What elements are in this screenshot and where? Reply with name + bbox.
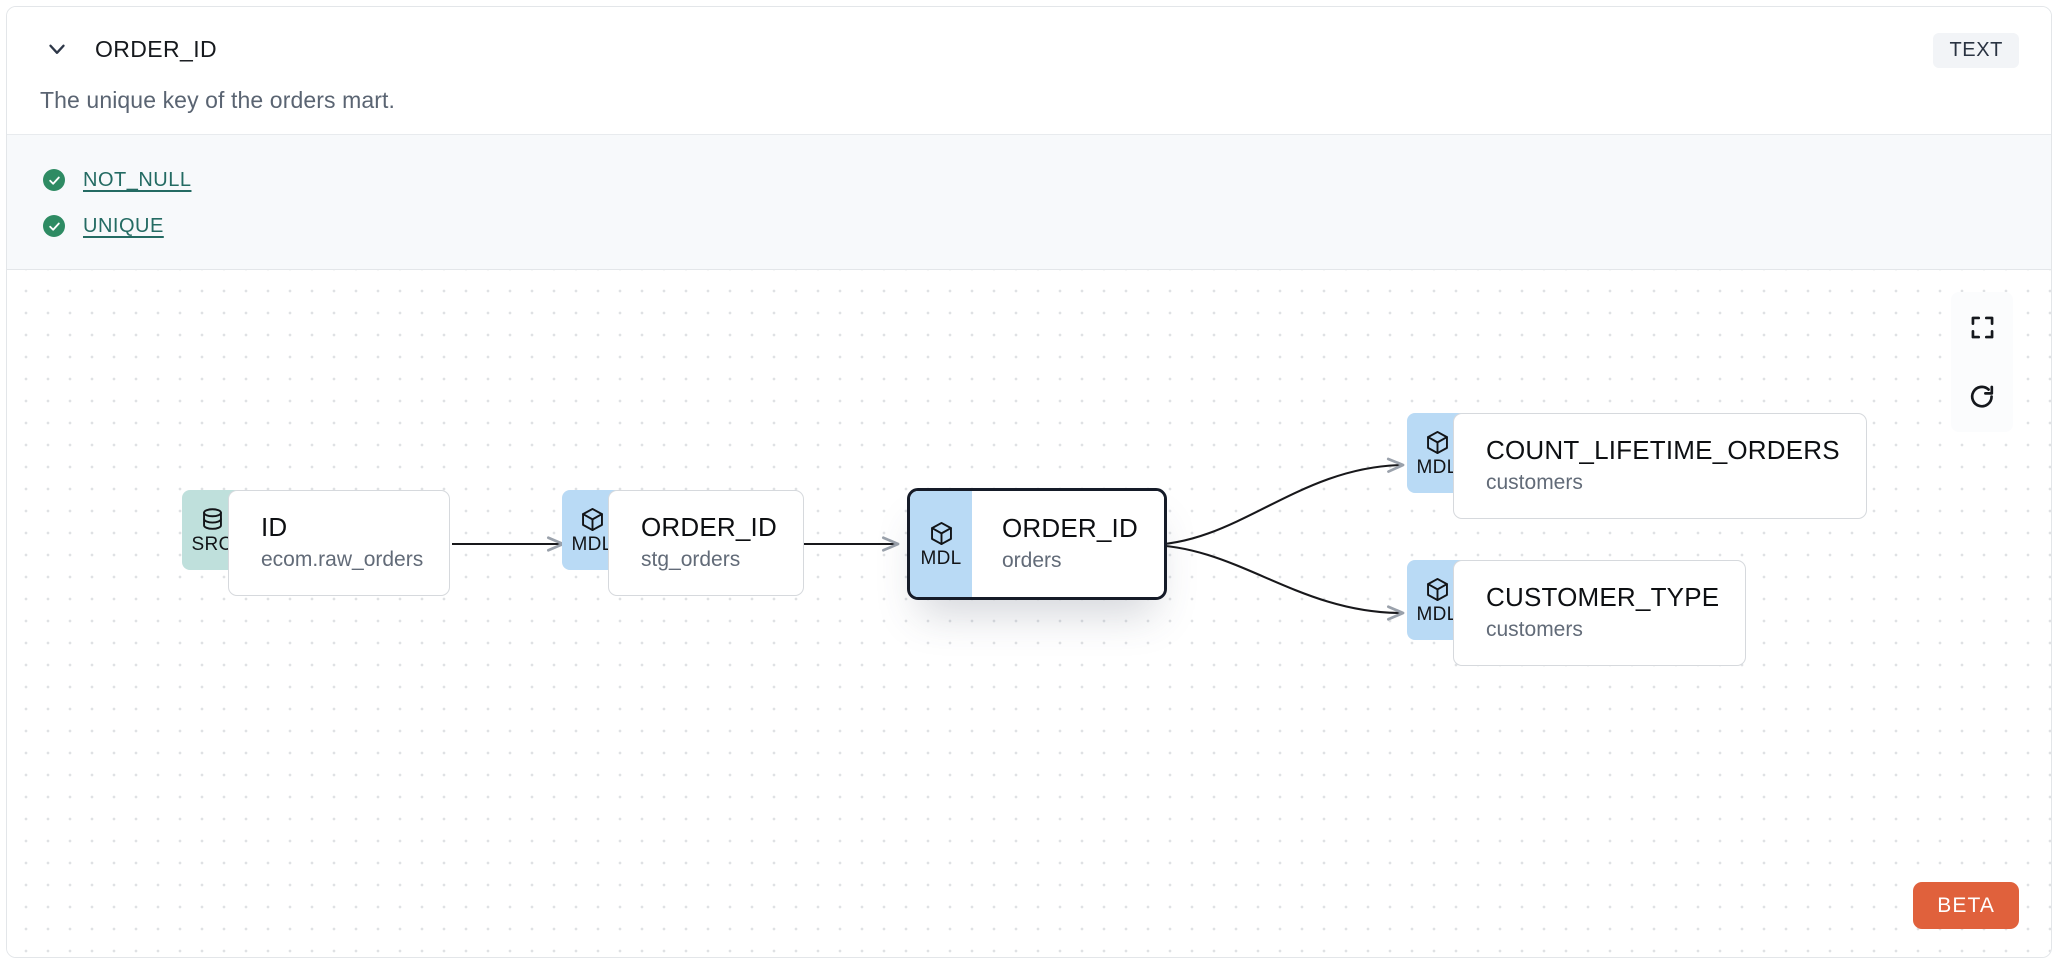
column-description: The unique key of the orders mart. xyxy=(40,87,395,113)
node-resource-name: stg_orders xyxy=(641,547,741,571)
column-header: ORDER_ID TEXT The unique key of the orde… xyxy=(7,7,2051,134)
node-body: CUSTOMER_TYPE customers xyxy=(1453,560,1747,666)
cube-icon xyxy=(581,507,603,532)
test-link-unique[interactable]: UNIQUE xyxy=(83,214,164,237)
check-circle-icon xyxy=(43,215,65,237)
lineage-node-stg-order-id[interactable]: MDL ORDER_ID stg_orders xyxy=(562,490,804,596)
lineage-node-customer-type[interactable]: MDL CUSTOMER_TYPE customers xyxy=(1407,560,1747,666)
cube-icon xyxy=(1426,430,1448,455)
node-type-tab-mdl: MDL xyxy=(910,491,972,597)
node-type-label: MDL xyxy=(920,548,962,569)
node-type-label: MDL xyxy=(1416,604,1458,625)
node-column-name: COUNT_LIFETIME_ORDERS xyxy=(1486,434,1840,465)
edge-orders-to-customer-type xyxy=(1146,543,1405,621)
column-header-row: ORDER_ID xyxy=(7,27,2051,71)
edge-orders-to-count-lifetime xyxy=(1146,457,1405,547)
node-body: ORDER_ID orders xyxy=(972,491,1164,597)
node-resource-name: orders xyxy=(1002,548,1062,572)
test-link-not-null[interactable]: NOT_NULL xyxy=(83,168,192,191)
lineage-node-count-lifetime-orders[interactable]: MDL COUNT_LIFETIME_ORDERS customers xyxy=(1407,413,1867,519)
node-type-label: MDL xyxy=(571,534,613,555)
database-icon xyxy=(202,508,222,530)
node-column-name: ORDER_ID xyxy=(641,511,777,542)
node-resource-name: customers xyxy=(1486,470,1583,494)
column-detail-card: ORDER_ID TEXT The unique key of the orde… xyxy=(6,6,2052,958)
node-body: COUNT_LIFETIME_ORDERS customers xyxy=(1453,413,1867,519)
chevron-down-icon[interactable] xyxy=(35,27,79,71)
check-circle-icon xyxy=(43,169,65,191)
data-type-badge: TEXT xyxy=(1933,33,2019,68)
node-body: ORDER_ID stg_orders xyxy=(608,490,804,596)
test-row: NOT_NULL xyxy=(7,157,2051,203)
lineage-node-orders-order-id[interactable]: MDL ORDER_ID orders xyxy=(907,488,1167,600)
node-body: ID ecom.raw_orders xyxy=(228,490,451,596)
beta-badge[interactable]: BETA xyxy=(1913,882,2019,929)
fullscreen-icon xyxy=(1971,316,1993,338)
node-column-name: ORDER_ID xyxy=(1002,512,1138,543)
node-column-name: CUSTOMER_TYPE xyxy=(1486,581,1720,612)
node-resource-name: customers xyxy=(1486,617,1583,641)
graph-controls xyxy=(1951,292,2013,432)
fit-view-button[interactable] xyxy=(1951,292,2013,362)
page-title: ORDER_ID xyxy=(95,35,218,62)
lineage-node-src-id[interactable]: SRC ID ecom.raw_orders xyxy=(182,490,451,596)
tests-section: NOT_NULL UNIQUE xyxy=(7,134,2051,270)
node-column-name: ID xyxy=(261,511,288,542)
node-resource-name: ecom.raw_orders xyxy=(261,547,424,571)
node-type-label: MDL xyxy=(1416,457,1458,478)
node-type-label: SRC xyxy=(191,534,233,555)
test-row: UNIQUE xyxy=(7,203,2051,249)
cube-icon xyxy=(930,521,952,546)
lineage-graph-canvas[interactable]: SRC ID ecom.raw_orders MDL xyxy=(7,270,2051,957)
cube-icon xyxy=(1426,577,1448,602)
reload-button[interactable] xyxy=(1951,362,2013,432)
refresh-icon xyxy=(1970,385,1994,408)
